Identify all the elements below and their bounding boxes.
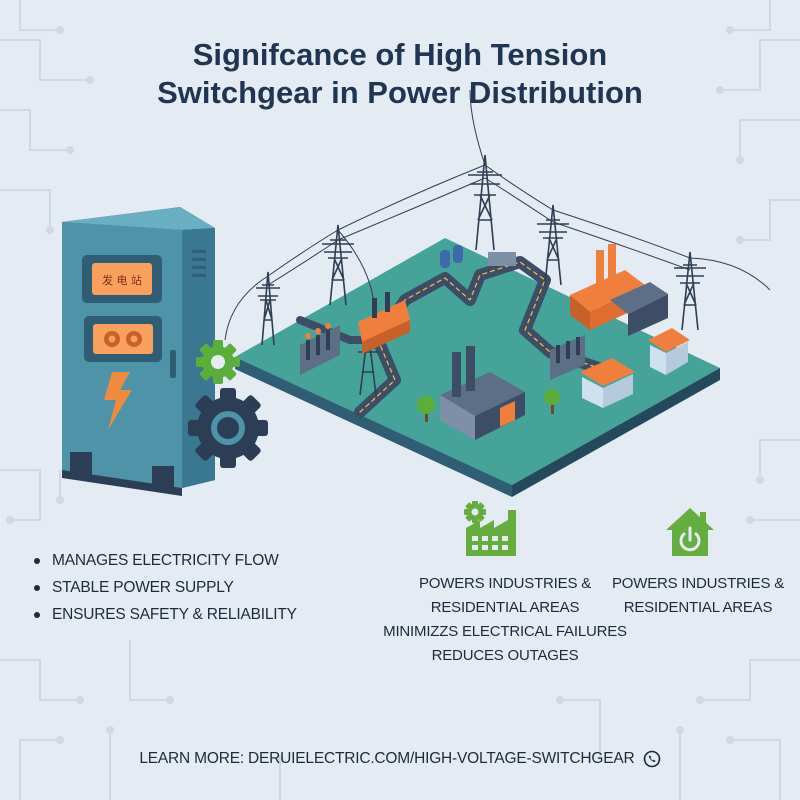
substation-2 <box>550 335 585 380</box>
industry-benefit-caption: POWERS INDUSTRIES & RESIDENTIAL AREAS MI… <box>375 572 635 668</box>
industrial-plant <box>570 244 668 336</box>
footer-link[interactable]: LEARN MORE: DERUIELECTRIC.COM/HIGH-VOLTA… <box>139 750 635 767</box>
pylon-5 <box>674 251 706 331</box>
caption-line: RESIDENTIAL AREAS <box>430 599 580 616</box>
title-line-1: Signifcance of High Tension <box>192 37 608 72</box>
green-gear-icon <box>196 340 240 384</box>
cabinet-display-text: 发 电 站 <box>102 273 142 287</box>
caption-line: REDUCES OUTAGES <box>431 647 579 664</box>
pylon-4 <box>537 204 569 286</box>
houses <box>580 328 690 408</box>
central-factory <box>440 346 525 440</box>
list-item: ENSURES SAFETY & RELIABILITY <box>32 604 297 631</box>
pylon-3 <box>468 154 502 251</box>
factory-gear-icon <box>464 501 516 556</box>
feature-list: MANAGES ELECTRICITY FLOW STABLE POWER SU… <box>32 550 297 631</box>
house-power-icon <box>666 508 714 556</box>
caption-line: RESIDENTIAL AREAS <box>623 599 773 616</box>
title-line-2: Switchgear in Power Distribution <box>157 75 643 110</box>
pylon-1 <box>256 271 280 346</box>
lightning-bolt-icon <box>104 372 132 430</box>
pylon-2 <box>322 224 354 306</box>
tanks <box>440 245 516 268</box>
phone-icon <box>643 750 660 768</box>
substation <box>300 323 340 375</box>
caption-line: POWERS INDUSTRIES & <box>418 575 592 592</box>
switchgear-cabinet: 发 电 站 <box>62 207 215 496</box>
city-ground <box>235 238 720 497</box>
dark-gear-icon <box>188 388 268 468</box>
footer: LEARN MORE: DERUIELECTRIC.COM/HIGH-VOLTA… <box>0 750 800 768</box>
list-item: STABLE POWER SUPPLY <box>32 577 297 604</box>
list-item: MANAGES ELECTRICITY FLOW <box>32 550 297 577</box>
caption-line: POWERS INDUSTRIES & <box>611 575 785 592</box>
trees <box>417 389 560 422</box>
caption-line: MINIMIZZS ELECTRICAL FAILURES <box>383 623 627 640</box>
page-title: Signifcance of High Tension Switchgear i… <box>0 36 800 112</box>
power-plant <box>358 292 410 354</box>
residential-benefit-caption: POWERS INDUSTRIES & RESIDENTIAL AREAS <box>598 572 798 620</box>
